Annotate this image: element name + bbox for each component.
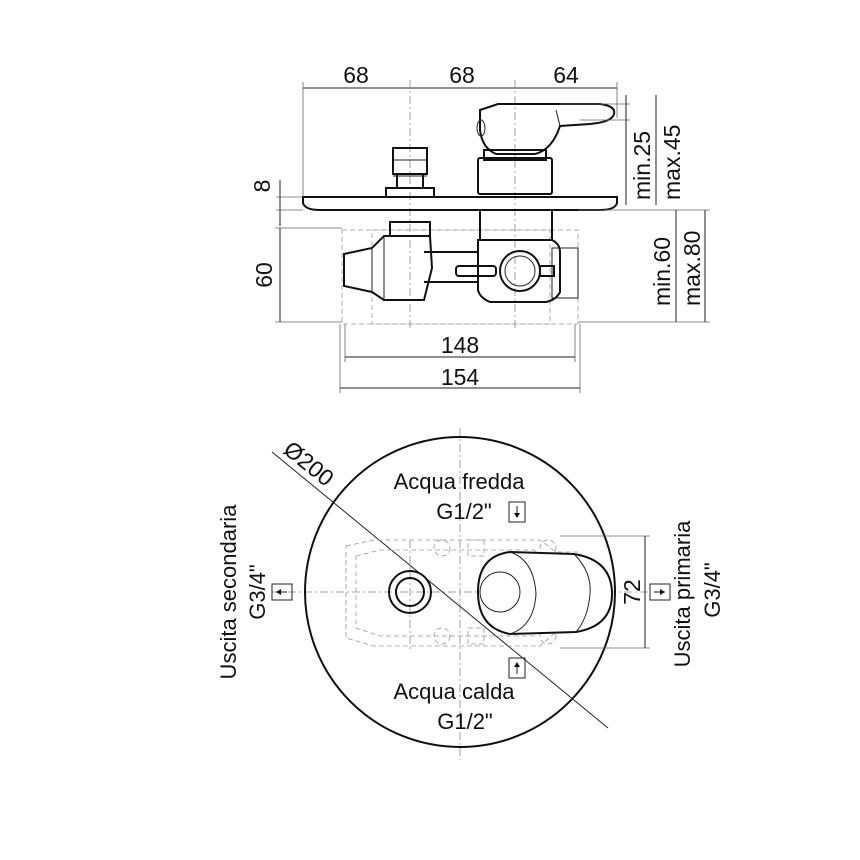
top-dimension-chain: 68 68 64 [302, 62, 618, 330]
dim-plate-8: 8 [249, 180, 275, 193]
top-view: 68 68 64 8 min.25 max.45 [249, 62, 710, 393]
dim-lever-min: min.25 [629, 131, 655, 200]
diverter-knob-front [388, 570, 432, 614]
dim-body-max: max.80 [679, 231, 705, 306]
secondary-outlet-label: Uscita secondaria [216, 504, 241, 680]
dim-68-left: 68 [343, 62, 369, 88]
cold-water-label: Acqua fredda [394, 469, 526, 494]
diverter-knob-side [385, 147, 435, 198]
dim-height-72-group: 72 [560, 535, 650, 649]
lever-side: min.25 max.45 [476, 95, 685, 205]
primary-outlet-label: Uscita primaria [670, 520, 695, 667]
valve-body-hidden [345, 539, 581, 647]
secondary-outlet-arrow-icon [271, 583, 293, 601]
secondary-outlet-size: G3/4" [245, 564, 270, 620]
dim-body-min: min.60 [649, 237, 675, 306]
cold-water-size: G1/2" [436, 499, 492, 524]
lever-front [476, 550, 614, 636]
dim-64-right: 64 [553, 62, 579, 88]
hot-water-size: G1/2" [437, 709, 493, 734]
primary-outlet-arrow-icon [649, 583, 671, 601]
hot-water-label: Acqua calda [393, 679, 515, 704]
dim-width-154: 154 [441, 364, 480, 390]
cold-inlet-arrow-icon [508, 501, 526, 523]
valve-body-side: 60 min.60 max.80 [251, 209, 710, 325]
cover-plate-side: 8 [249, 180, 618, 226]
front-view: Ø200 72 [216, 428, 725, 760]
dim-68-middle: 68 [449, 62, 475, 88]
dim-depth-60: 60 [251, 262, 277, 288]
width-dimensions: 148 154 [339, 324, 581, 393]
dim-height-72: 72 [619, 579, 645, 605]
cover-plate-circle [304, 436, 616, 748]
dim-width-148: 148 [441, 332, 479, 358]
dim-lever-max: max.45 [659, 125, 685, 200]
primary-outlet-size: G3/4" [700, 562, 725, 618]
hot-inlet-arrow-icon [508, 657, 526, 679]
